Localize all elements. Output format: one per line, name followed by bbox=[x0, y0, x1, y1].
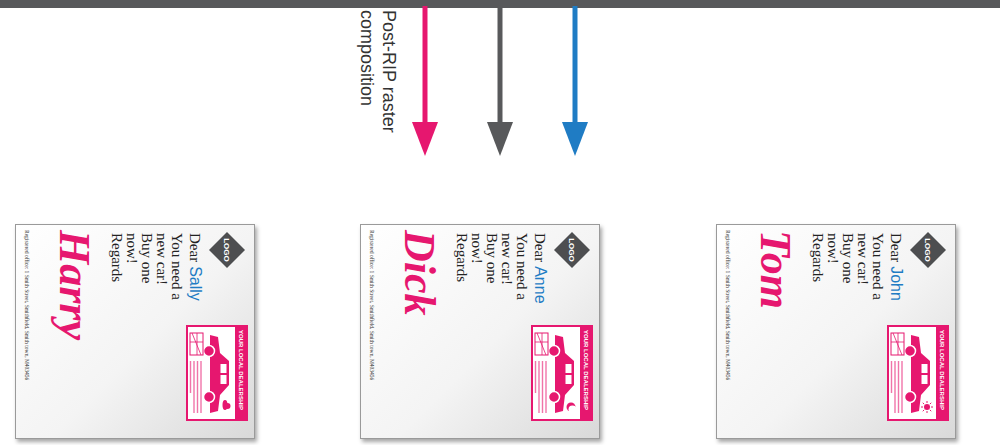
dealer-advert: YOUR LOCAL DEALERSHIP bbox=[887, 325, 949, 421]
sun-ray bbox=[930, 403, 931, 404]
car-wheel bbox=[905, 392, 916, 403]
advert-copy-line bbox=[193, 361, 194, 413]
signature-name: Harry bbox=[51, 230, 97, 340]
body-text: You need a new car! Buy one now! bbox=[124, 233, 184, 309]
car-window bbox=[221, 364, 227, 373]
advert-copy-line bbox=[894, 361, 895, 413]
advert-heading: YOUR LOCAL DEALERSHIP bbox=[580, 327, 591, 419]
letter-page: DearSallyYou need a new car! Buy one now… bbox=[15, 224, 255, 439]
map-frame bbox=[190, 333, 203, 355]
car-window bbox=[566, 364, 572, 373]
sun-ray bbox=[923, 403, 924, 404]
advert-copy-line bbox=[901, 361, 902, 413]
sun-ray bbox=[923, 410, 924, 411]
closing-text: Regards bbox=[810, 233, 825, 282]
map-frame bbox=[891, 333, 904, 355]
car-window bbox=[922, 364, 928, 373]
advert-copy-line bbox=[535, 361, 536, 393]
body-text: You need a new car! Buy one now! bbox=[825, 233, 885, 309]
footer-text: Registered office: 1 Smith Street, Smith… bbox=[368, 230, 375, 380]
advert-copy-line bbox=[200, 361, 201, 413]
logo-diamond bbox=[209, 232, 245, 268]
car-wheel bbox=[204, 392, 215, 403]
logo-text: LOGO bbox=[223, 238, 232, 262]
signature-name: Dick bbox=[396, 230, 442, 316]
closing-text: Regards bbox=[109, 233, 124, 282]
logo-text: LOGO bbox=[924, 238, 933, 262]
logo-mark: LOGO bbox=[553, 231, 591, 269]
moon-shadow bbox=[569, 406, 577, 414]
sun-ray bbox=[927, 411, 928, 413]
car-wheel bbox=[549, 392, 560, 403]
advert-copy-line bbox=[891, 361, 892, 393]
advert-copy-line bbox=[542, 361, 543, 413]
body-text: You need a new car! Buy one now! bbox=[469, 233, 529, 309]
letter-page: DearJohnYou need a new car! Buy one now!… bbox=[716, 224, 956, 439]
footer-text: Registered office: 1 Smith Street, Smith… bbox=[23, 230, 30, 380]
advert-heading: YOUR LOCAL DEALERSHIP bbox=[235, 327, 246, 419]
arrow-head bbox=[412, 122, 438, 156]
greeting-text: Dear bbox=[186, 233, 203, 262]
map-streets bbox=[891, 333, 904, 355]
recipient-name: John bbox=[888, 266, 905, 301]
signature-name: Tom bbox=[752, 230, 798, 309]
greeting-text: Dear bbox=[887, 233, 904, 262]
arrow-shaft bbox=[423, 6, 428, 124]
sun-ray bbox=[927, 401, 928, 403]
sun-ray bbox=[931, 407, 933, 408]
car-wheel bbox=[204, 346, 215, 357]
arrow-head bbox=[562, 122, 588, 156]
footer-text: Registered office: 1 Smith Street, Smith… bbox=[724, 230, 731, 380]
sun-ray bbox=[930, 410, 931, 411]
map-streets bbox=[535, 333, 548, 355]
car-window bbox=[221, 375, 227, 384]
recipient-name: Sally bbox=[187, 266, 204, 301]
logo-diamond bbox=[910, 232, 946, 268]
car-wheel bbox=[905, 346, 916, 357]
sun-icon bbox=[924, 404, 930, 410]
recipient-name: Anne bbox=[532, 266, 549, 303]
greeting-text: Dear bbox=[531, 233, 548, 262]
logo-diamond bbox=[554, 232, 590, 268]
letter-page: DearAnneYou need a new car! Buy one now!… bbox=[360, 224, 600, 439]
advert-copy-line bbox=[197, 361, 198, 413]
car-wheel bbox=[549, 346, 560, 357]
dealer-advert: YOUR LOCAL DEALERSHIP bbox=[531, 325, 593, 421]
process-label: Post-RIP raster composition bbox=[356, 10, 400, 160]
logo-mark: LOGO bbox=[909, 231, 947, 269]
arrow-head bbox=[487, 122, 513, 156]
advert-copy-line bbox=[190, 361, 191, 393]
advert-copy-line bbox=[538, 361, 539, 413]
car-window bbox=[566, 375, 572, 384]
cloud-icon bbox=[225, 403, 231, 409]
arrow-shaft bbox=[573, 6, 578, 124]
map-streets bbox=[190, 333, 203, 355]
advert-heading: YOUR LOCAL DEALERSHIP bbox=[936, 327, 947, 419]
dealer-advert: YOUR LOCAL DEALERSHIP bbox=[186, 325, 248, 421]
logo-text: LOGO bbox=[568, 238, 577, 262]
map-frame bbox=[535, 333, 548, 355]
advert-copy-line bbox=[898, 361, 899, 413]
car-window bbox=[922, 375, 928, 384]
logo-mark: LOGO bbox=[208, 231, 246, 269]
closing-text: Regards bbox=[454, 233, 469, 282]
advert-copy-line bbox=[545, 361, 546, 413]
arrow-shaft bbox=[498, 6, 503, 124]
sun-ray bbox=[921, 407, 923, 408]
